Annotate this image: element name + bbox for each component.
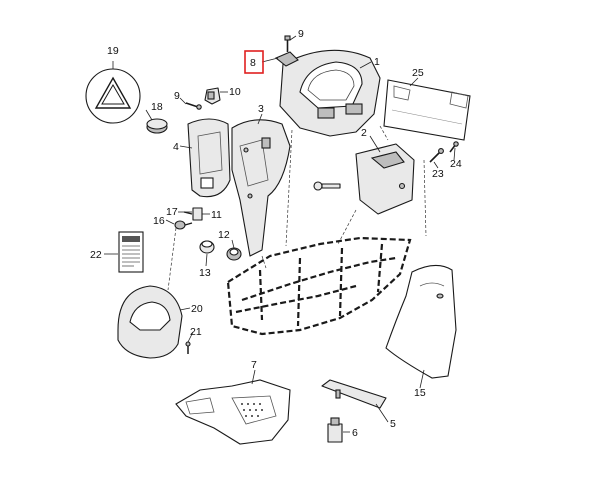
callout-25: 25 <box>412 67 424 79</box>
callout-20: 20 <box>191 303 203 315</box>
vehicle-frame <box>226 236 412 336</box>
clip-part <box>204 87 221 105</box>
rounded-cover <box>117 285 183 359</box>
callout-labels: 1 2 3 4 5 6 7 8 9 9 10 11 12 13 15 16 17… <box>90 28 462 439</box>
callout-1: 1 <box>374 56 380 68</box>
leader-lines <box>104 35 456 433</box>
callout-5: 5 <box>390 418 396 430</box>
callout-17: 17 <box>166 206 178 218</box>
callout-4: 4 <box>173 141 179 153</box>
callout-15: 15 <box>414 387 426 399</box>
grommet-12 <box>226 247 242 261</box>
floor-tray <box>175 379 291 445</box>
callout-21: 21 <box>190 326 202 338</box>
screw-left <box>185 102 202 110</box>
screw-24 <box>449 141 459 153</box>
callout-8: 8 <box>250 57 256 69</box>
inner-panel <box>231 119 291 257</box>
side-fairing <box>385 264 457 379</box>
screw-23 <box>429 148 444 163</box>
warning-label <box>118 231 144 273</box>
callout-19: 19 <box>107 45 119 57</box>
highlight-box <box>244 50 264 74</box>
clip-11 <box>183 207 203 221</box>
hazard-warning-sign <box>85 61 141 124</box>
callout-22: 22 <box>90 249 102 261</box>
screw-21 <box>185 341 191 354</box>
ignition-key <box>313 181 341 191</box>
callout-18: 18 <box>151 101 163 113</box>
callout-2: 2 <box>361 127 367 139</box>
side-cover-panel <box>187 118 231 198</box>
latch-grip <box>327 417 343 443</box>
button-cap <box>146 118 168 134</box>
callout-23: 23 <box>432 168 444 180</box>
callout-10: 10 <box>229 86 241 98</box>
mount-bracket <box>274 51 299 67</box>
trim-strip <box>321 379 387 409</box>
callout-24: 24 <box>450 158 462 170</box>
callout-16: 16 <box>153 215 165 227</box>
grommet-13 <box>199 240 215 254</box>
screw-top <box>284 35 291 52</box>
callout-12: 12 <box>218 229 230 241</box>
callout-3: 3 <box>258 103 264 115</box>
callout-11: 11 <box>211 209 222 221</box>
box-housing <box>355 143 415 215</box>
rear-panel <box>383 79 471 141</box>
callout-9-left: 9 <box>174 90 180 102</box>
callout-6: 6 <box>352 427 358 439</box>
callout-7: 7 <box>251 359 257 371</box>
callout-13: 13 <box>199 267 211 279</box>
bolt-16 <box>174 220 193 230</box>
instrument-cluster-housing <box>279 49 381 137</box>
callout-9-top: 9 <box>298 28 304 40</box>
